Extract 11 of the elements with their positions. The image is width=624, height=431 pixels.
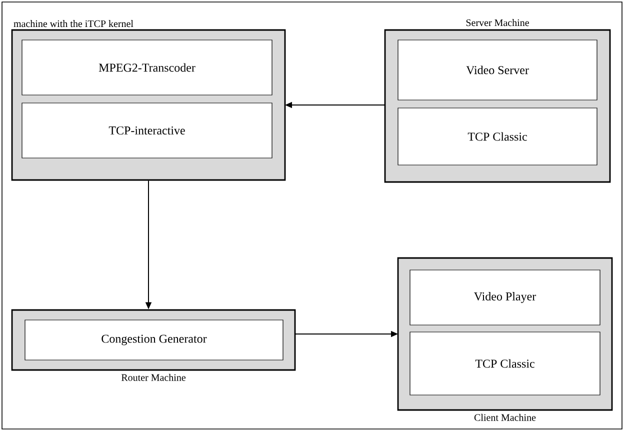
component-box: TCP Classic xyxy=(398,108,598,166)
component-box: Video Player xyxy=(410,270,600,326)
node-label: Client Machine xyxy=(474,414,536,421)
node-label: Router Machine xyxy=(121,374,186,381)
component-box: Video Server xyxy=(398,40,598,100)
node-label: machine with the iTCP kernel xyxy=(14,20,134,28)
component-box: TCP Classic xyxy=(410,332,600,396)
component-box: MPEG2-Transcoder xyxy=(22,40,272,96)
node-label: Server Machine xyxy=(466,19,529,26)
component-box: Congestion Generator xyxy=(24,320,284,360)
component-box: TCP-interactive xyxy=(22,102,272,158)
